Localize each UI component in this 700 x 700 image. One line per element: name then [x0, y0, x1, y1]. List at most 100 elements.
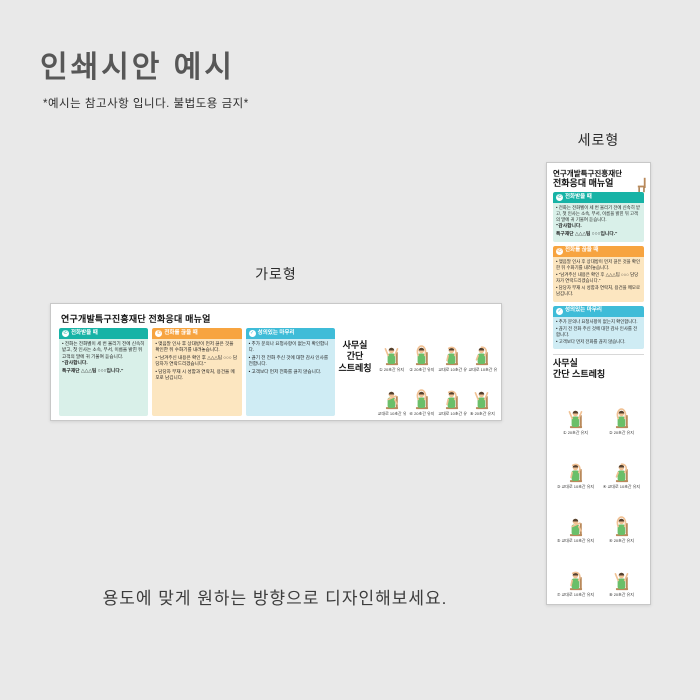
manual-section-box: ✓ 성의있는 마무리 • 추가 문의나 요청사항이 없는지 확인합니다.• 끊기… — [245, 328, 335, 416]
stretch-exercise-cell: ⑥ 20초간 유지 — [599, 491, 644, 544]
stretch-exercise-cell: ② 20초간 유지 — [599, 383, 644, 436]
stretch-exercise-cell: ③ 교대로 10초간 유지 — [553, 437, 598, 490]
stretch-figure-neck-stretch-icon — [565, 569, 587, 593]
stretch-caption: ① 20초간 유지 — [563, 430, 588, 435]
divider — [553, 354, 644, 356]
stretching-grid: ① 20초간 유지 ② 20초간 유지 ③ 교대로 10초간 유지 ④ 교대로 … — [377, 329, 497, 417]
section-body-text: • 맺음말 인사 후 상대방이 먼저 끊은 것을 확인한 뒤 수화기를 내려놓습… — [553, 256, 644, 302]
stretch-figure-overhead-clasp-icon — [611, 407, 633, 431]
stretch-exercise-cell: ③ 교대로 10초간 유지 — [438, 329, 467, 373]
stretch-figure-overhead-clasp-icon — [611, 515, 633, 539]
stretch-exercise-cell: ⑥ 20초간 유지 — [407, 374, 436, 418]
section-bullet: • 고객보다 먼저 전화를 끊지 않습니다. — [248, 368, 322, 374]
manual-section-box: ✓ 성의있는 마무리 • 추가 문의나 요청사항이 없는지 확인합니다.• 끊기… — [553, 305, 644, 350]
stretching-title-line: 사무실 — [342, 340, 368, 350]
stretching-title-line: 간단 스트레칭 — [553, 369, 606, 380]
check-icon: ✓ — [556, 307, 563, 315]
section-body-text: • 전화는 전화벨이 세 번 울리기 전에 신속히 받고, 첫 인사는 소속, … — [553, 202, 644, 242]
stretch-caption: ② 20초간 유지 — [409, 366, 435, 372]
stretch-figure-neck-stretch-icon — [565, 461, 587, 485]
check-icon: ✓ — [248, 330, 256, 337]
stretch-caption: ⑤ 교대로 10초간 유지 — [556, 538, 595, 544]
manual-title-line2: 전화응대 매뉴얼 — [553, 178, 614, 188]
section-bullet: • "남겨주신 내용은 확인 후 △△△팀 ○○○ 담당자가 연락드리겠습니다.… — [155, 354, 238, 367]
stretch-exercise-cell: ④ 교대로 10초간 유지 — [468, 329, 497, 373]
manual-section-box: ✆ 전화를 끊을 때 • 맺음말 인사 후 상대방이 먼저 끊은 것을 확인한 … — [152, 328, 242, 416]
stretch-exercise-cell: ⑧ 20초간 유지 — [599, 545, 644, 598]
section-body-text: • 추가 문의나 요청사항이 없는지 확인합니다.• 끊기 전 전화 주신 것에… — [553, 316, 644, 350]
stretch-figure-arms-up-icon — [381, 344, 403, 368]
bottom-note: 용도에 맞게 원하는 방향으로 디자인해보세요. — [102, 589, 448, 608]
stretch-caption: ⑥ 20초간 유지 — [409, 411, 435, 417]
phone-down-icon: ✆ — [155, 330, 163, 337]
section-bullet: • 맺음말 인사 후 상대방이 먼저 끊은 것을 확인한 뒤 수화기를 내려놓습… — [155, 341, 234, 353]
manual-title-line1: 연구개발특구진흥재단 — [553, 169, 622, 178]
stretching-title-line: 간단 — [346, 351, 364, 362]
stretch-exercise-cell: ② 20초간 유지 — [407, 329, 436, 373]
stretch-figure-arms-up-icon — [611, 569, 633, 593]
section-bullet: • "남겨주신 내용은 확인 후 △△△팀 ○○○ 담당자가 연락드리겠습니다.… — [556, 271, 639, 284]
section-body-text: • 추가 문의나 요청사항이 없는지 확인합니다.• 끊기 전 전화 주신 것에… — [245, 339, 335, 416]
section-label: 전화받을 때 — [565, 193, 592, 200]
section-bullet: • 담당자 부재 시 성함과 연락처, 용건을 메모로 남깁니다. — [155, 368, 235, 381]
section-bullet: • 끊기 전 전화 주신 것에 대한 감사 인사를 전합니다. — [556, 325, 638, 337]
stretch-figure-neck-stretch-icon — [441, 388, 463, 412]
section-label: 전화받을 때 — [71, 329, 98, 336]
stretch-caption: ④ 교대로 10초간 유지 — [602, 484, 641, 490]
vertical-layout-label: 세로형 — [577, 132, 620, 148]
stretching-title: 사무실 간단 스트레칭 — [335, 340, 375, 374]
stretch-figure-arm-across-icon — [565, 515, 587, 539]
stretch-caption: ③ 교대로 10초간 유지 — [556, 484, 595, 490]
stretch-exercise-cell: ① 20초간 유지 — [377, 329, 406, 373]
section-body-text: • 맺음말 인사 후 상대방이 먼저 끊은 것을 확인한 뒤 수화기를 내려놓습… — [152, 339, 242, 416]
stretch-exercise-cell: ⑤ 교대로 10초간 유지 — [553, 491, 598, 544]
stretch-exercise-cell: ① 20초간 유지 — [553, 383, 598, 436]
section-header: ✆ 전화받을 때 — [59, 328, 149, 339]
chair-icon — [637, 177, 646, 193]
section-header: ✆ 전화를 끊을 때 — [152, 328, 242, 339]
stretch-caption: ⑥ 20초간 유지 — [609, 538, 634, 544]
stretch-exercise-cell: ⑦ 교대로 10초간 유지 — [438, 374, 467, 418]
stretch-exercise-cell: ⑧ 20초간 유지 — [468, 374, 497, 418]
phone-icon: ✆ — [62, 330, 69, 337]
manual-section-box: ✆ 전화받을 때 • 전화는 전화벨이 세 번 울리기 전에 신속히 받고, 첫… — [59, 328, 149, 416]
section-bullet: • 전화는 전화벨이 세 번 울리기 전에 신속히 받고, 첫 인사는 소속, … — [62, 341, 145, 359]
section-bullet: • 맺음말 인사 후 상대방이 먼저 끊은 것을 확인한 뒤 수화기를 내려놓습… — [556, 258, 641, 270]
stretching-grid: ① 20초간 유지 ② 20초간 유지 ③ 교대로 10초간 유지 — [553, 383, 644, 598]
phone-icon: ✆ — [556, 193, 563, 201]
stretching-title: 사무실 간단 스트레칭 — [553, 358, 644, 381]
stretch-exercise-cell: ⑤ 교대로 10초간 유지 — [377, 374, 406, 418]
stretching-title-line: 사무실 — [553, 358, 578, 369]
disclaimer-text: *예시는 참고사항 입니다. 불법도용 금지* — [43, 98, 249, 110]
stretch-figure-overhead-clasp-icon — [411, 388, 433, 412]
stretch-caption: ② 20초간 유지 — [609, 430, 634, 435]
stretch-figure-arms-up-icon — [565, 407, 587, 431]
stretch-caption: ⑦ 교대로 10초간 유지 — [438, 411, 467, 417]
section-quote: 특구재단 △△△팀 ○○○입니다." — [62, 368, 124, 374]
section-header: ✆ 전화받을 때 — [553, 191, 644, 203]
page-title: 인쇄시안 예시 — [40, 51, 235, 84]
section-bullet: • 추가 문의나 요청사항이 없는지 확인합니다. — [556, 318, 638, 324]
section-bullet: • 전화는 전화벨이 세 번 울리기 전에 신속히 받고, 첫 인사는 소속, … — [556, 204, 641, 223]
horizontal-sample-card: 연구개발특구진흥재단 전화응대 매뉴얼 ✆ 전화받을 때 • 전화는 전화벨이 … — [50, 303, 502, 421]
manual-sections-row: ✆ 전화받을 때 • 전화는 전화벨이 세 번 울리기 전에 신속히 받고, 첫… — [59, 328, 335, 416]
section-bullet: • 담당자 부재 시 성함과 연락처, 용건을 메모로 남깁니다. — [556, 285, 641, 297]
stretch-figure-overhead-clasp-icon — [411, 344, 433, 368]
section-bullet: • 고객보다 먼저 전화를 끊지 않습니다. — [556, 339, 626, 345]
stretch-caption: ④ 교대로 10초간 유지 — [468, 366, 497, 372]
stretch-caption: ① 20초간 유지 — [379, 366, 405, 372]
manual-section-box: ✆ 전화를 끊을 때 • 맺음말 인사 후 상대방이 먼저 끊은 것을 확인한 … — [553, 245, 644, 302]
stretch-caption: ③ 교대로 10초간 유지 — [438, 366, 467, 372]
section-label: 전화를 끊을 때 — [164, 329, 198, 336]
section-label: 전화를 끊을 때 — [565, 247, 599, 254]
stretch-caption: ⑧ 20초간 유지 — [609, 592, 634, 598]
stretch-figure-arm-across-icon — [381, 388, 403, 412]
stretch-caption: ⑧ 20초간 유지 — [469, 411, 495, 417]
section-quote: "감사합니다. — [556, 224, 582, 230]
section-body-text: • 전화는 전화벨이 세 번 울리기 전에 신속히 받고, 첫 인사는 소속, … — [59, 339, 149, 416]
phone-down-icon: ✆ — [556, 247, 563, 255]
section-quote: "감사합니다. — [62, 361, 88, 367]
stretch-figure-neck-stretch-icon — [441, 344, 463, 368]
stretch-exercise-cell: ④ 교대로 10초간 유지 — [599, 437, 644, 490]
